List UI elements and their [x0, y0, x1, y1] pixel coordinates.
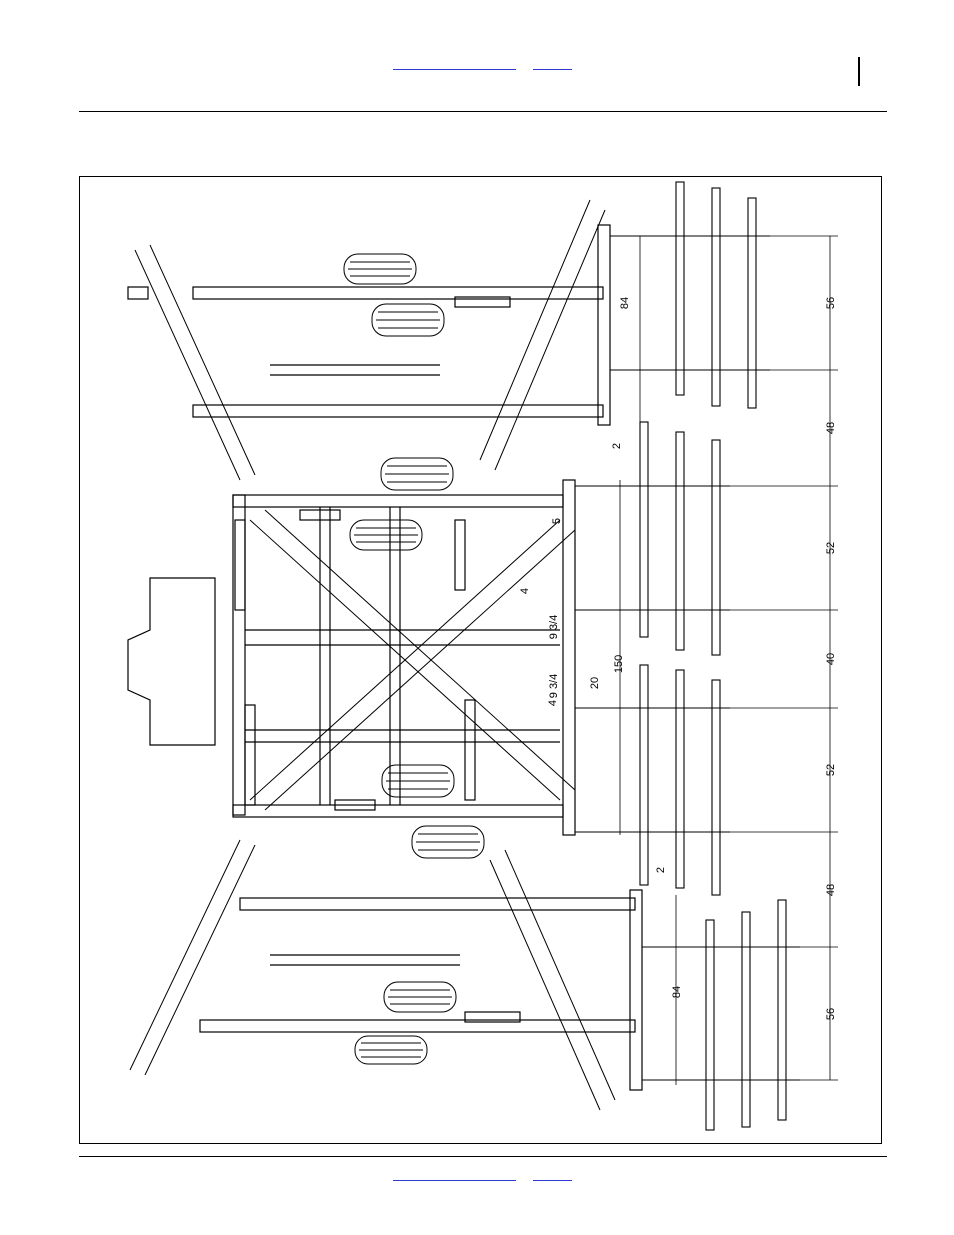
dim-9-3-4-a: 9 3/4 [548, 615, 560, 639]
tire [412, 826, 484, 858]
footer-rule [79, 1156, 887, 1157]
dimension-lines [620, 236, 838, 1085]
footer-link-1[interactable] [393, 1168, 516, 1181]
dim-9-3-4-b: 9 3/4 [548, 674, 560, 698]
tire [350, 520, 422, 550]
dim-20: 20 [589, 677, 601, 689]
dim-4-a: 4 [519, 588, 531, 594]
dim-4-b: 4 [547, 700, 559, 706]
dim-84-bot: 84 [671, 986, 683, 998]
dim-48-bot: 48 [825, 884, 837, 896]
machine-plan-drawing: 84 2 56 48 52 40 52 48 56 84 2 150 20 4 … [80, 177, 881, 1143]
header-change-bar [858, 57, 860, 86]
dim-56-bot: 56 [825, 1008, 837, 1020]
tire [344, 254, 416, 284]
footer-link-2[interactable] [533, 1168, 572, 1181]
tire [372, 304, 444, 336]
harrow-section [575, 182, 800, 1130]
header-link-2[interactable] [533, 57, 572, 70]
dim-84-top: 84 [619, 297, 631, 309]
tire [381, 458, 453, 490]
dim-2-bot: 2 [655, 867, 667, 873]
header-rule [79, 111, 887, 112]
dim-48-top: 48 [825, 422, 837, 434]
tire [355, 1036, 427, 1064]
disc-gang-upper [135, 200, 605, 480]
dim-2-top: 2 [611, 443, 623, 449]
dim-56-top: 56 [825, 297, 837, 309]
header-link-1[interactable] [393, 57, 516, 70]
dim-150: 150 [613, 655, 625, 673]
dim-40: 40 [825, 653, 837, 665]
dim-52-b: 52 [825, 764, 837, 776]
tire [384, 982, 456, 1012]
hitch-tongue [128, 578, 215, 745]
tire [382, 765, 454, 797]
dim-52-a: 52 [825, 542, 837, 554]
dim-5: 5 [551, 518, 563, 524]
